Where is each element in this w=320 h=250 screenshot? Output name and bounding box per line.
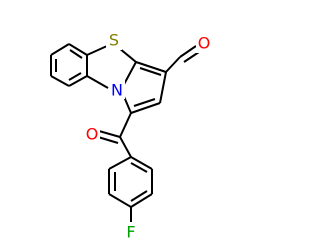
benzene-ring xyxy=(50,43,88,87)
chemical-structure: S N O O F xyxy=(50,30,212,242)
bond xyxy=(165,56,181,73)
aldehyde-group xyxy=(165,45,200,73)
atom-label-f: F xyxy=(126,223,135,242)
double-bond xyxy=(179,45,197,58)
bond xyxy=(108,156,132,170)
fluorophenyl-ring xyxy=(108,136,153,223)
double-bond xyxy=(130,190,148,202)
bond xyxy=(86,45,108,56)
double-bond xyxy=(130,162,148,173)
bond xyxy=(50,43,70,56)
pyrrole-ring xyxy=(121,61,167,114)
atom-label-n: N xyxy=(111,81,123,100)
bond xyxy=(108,193,132,208)
bond xyxy=(130,102,161,114)
double-bond xyxy=(68,72,82,81)
bond xyxy=(118,47,137,63)
atom-label-s: S xyxy=(109,31,119,50)
bond xyxy=(135,61,167,73)
bond xyxy=(130,156,153,170)
bond xyxy=(68,75,88,87)
double-bond xyxy=(133,98,156,107)
double-bond xyxy=(139,67,162,76)
aldehyde-oxygen-atom: O xyxy=(196,33,212,53)
bond xyxy=(159,71,167,104)
bond xyxy=(50,75,70,87)
ketone-oxygen-atom: O xyxy=(84,124,100,144)
double-bond xyxy=(69,49,83,59)
double-bond xyxy=(98,130,121,138)
thiazole-ring xyxy=(86,45,137,89)
bond xyxy=(68,43,88,56)
atom-label-o-ketone: O xyxy=(86,125,99,144)
nitrogen-atom: N xyxy=(109,80,125,100)
bond xyxy=(119,112,132,138)
fluorine-atom: F xyxy=(124,222,140,242)
atom-label-o-aldehyde: O xyxy=(198,34,211,53)
bond xyxy=(130,193,153,208)
sulfur-atom: S xyxy=(106,30,122,50)
bond xyxy=(86,75,109,89)
atom-labels: S N O O F xyxy=(84,30,212,242)
double-bond xyxy=(97,136,119,144)
ketone-group xyxy=(97,112,132,144)
double-bond xyxy=(183,51,200,63)
bond xyxy=(119,136,132,158)
